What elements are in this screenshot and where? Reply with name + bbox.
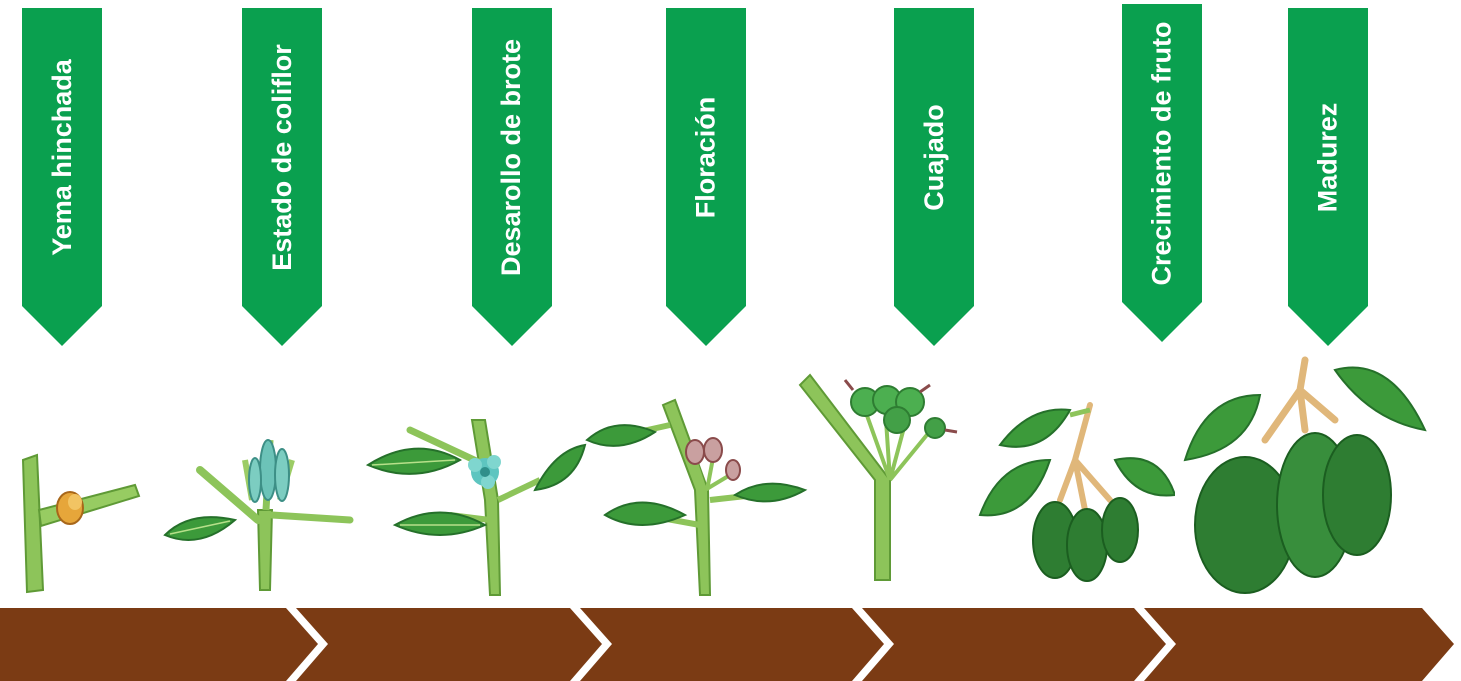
stage-label: Yema hinchada [47, 59, 78, 256]
flowering-illustration [585, 350, 810, 600]
fruit-growth-illustration [975, 350, 1175, 600]
stage-label: Estado de coliflor [267, 44, 298, 271]
timeline-segment-2 [296, 608, 602, 681]
stage-banner-7: Madurez [1288, 8, 1368, 346]
shoot-development-illustration [360, 350, 590, 600]
cauliflower-stage-illustration [160, 350, 360, 600]
stage-banner-6: Crecimiento de fruto [1122, 4, 1202, 342]
stage-banner-5: Cuajado [894, 8, 974, 346]
timeline-segment-3 [580, 608, 884, 681]
swollen-bud-illustration [5, 350, 145, 600]
stage-banner-3: Desarollo de brote [472, 8, 552, 346]
stage-label: Desarollo de brote [497, 38, 528, 275]
stage-label: Floración [691, 96, 722, 218]
timeline-arrow [0, 608, 1461, 681]
timeline-segment-1 [0, 608, 318, 681]
timeline-segment-4 [862, 608, 1166, 681]
fruit-set-illustration [795, 350, 975, 600]
stage-banner-2: Estado de coliflor [242, 8, 322, 346]
ripe-avocados-illustration [1175, 350, 1430, 600]
timeline-segment-5 [1144, 608, 1454, 681]
stage-label: Crecimiento de fruto [1147, 21, 1178, 285]
stage-label: Cuajado [919, 104, 950, 211]
stage-label: Madurez [1313, 102, 1344, 212]
stage-banner-1: Yema hinchada [22, 8, 102, 346]
stage-banner-4: Floración [666, 8, 746, 346]
